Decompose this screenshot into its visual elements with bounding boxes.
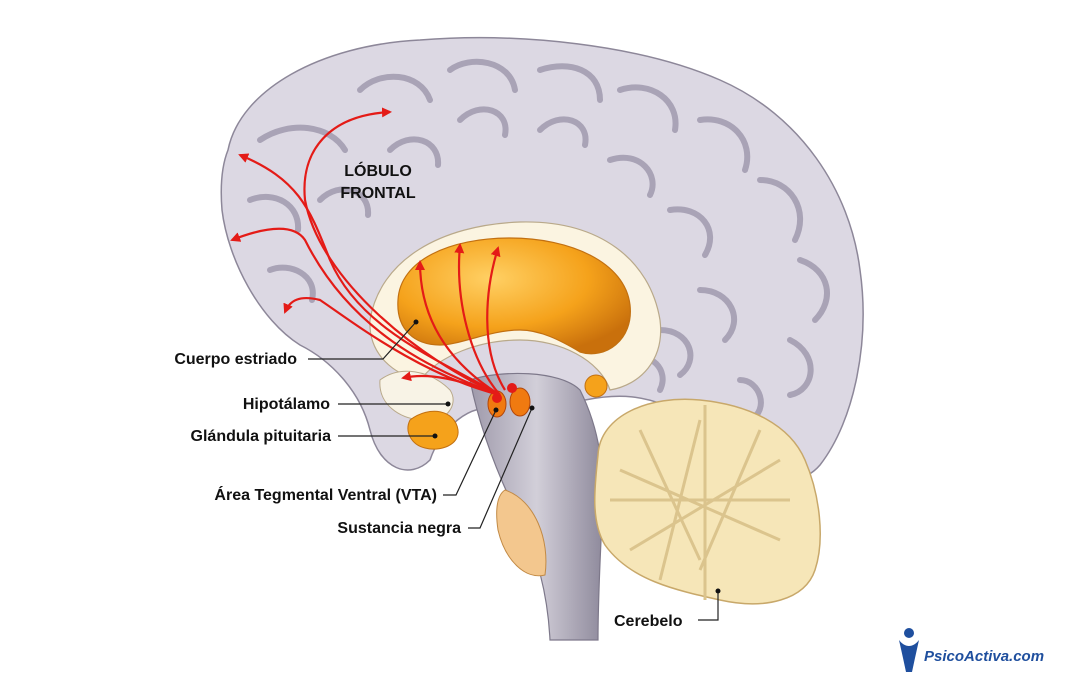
pathway-arrow — [486, 246, 506, 391]
label-striatum: Cuerpo estriado — [174, 351, 297, 368]
pathway-arrow — [454, 243, 501, 396]
title-line-2: FRONTAL — [340, 185, 415, 202]
title-line-1: LÓBULO — [344, 161, 412, 180]
person-icon — [899, 628, 919, 672]
brainstem — [469, 372, 604, 641]
hypothalamus-region — [379, 370, 459, 450]
leader-lines — [308, 319, 721, 621]
brand-logo: PsicoActiva.com — [899, 628, 1044, 672]
pathway-arrow — [401, 371, 501, 397]
striatum — [397, 237, 631, 398]
label-hypothalamus: Hipotálamo — [243, 396, 330, 413]
pathway-arrow — [230, 227, 501, 397]
pathway-arrow — [415, 260, 501, 396]
label-cerebellum: Cerebelo — [614, 613, 683, 630]
cerebellum — [594, 398, 821, 605]
pathway-arrow — [303, 107, 501, 397]
dopamine-pathways — [230, 107, 506, 397]
label-pituitary: Glándula pituitaria — [191, 428, 332, 445]
label-substantia-nigra: Sustancia negra — [337, 520, 461, 537]
pathway-arrow — [283, 296, 501, 397]
brand-text: PsicoActiva.com — [924, 648, 1044, 665]
label-vta: Área Tegmental Ventral (VTA) — [214, 485, 437, 504]
